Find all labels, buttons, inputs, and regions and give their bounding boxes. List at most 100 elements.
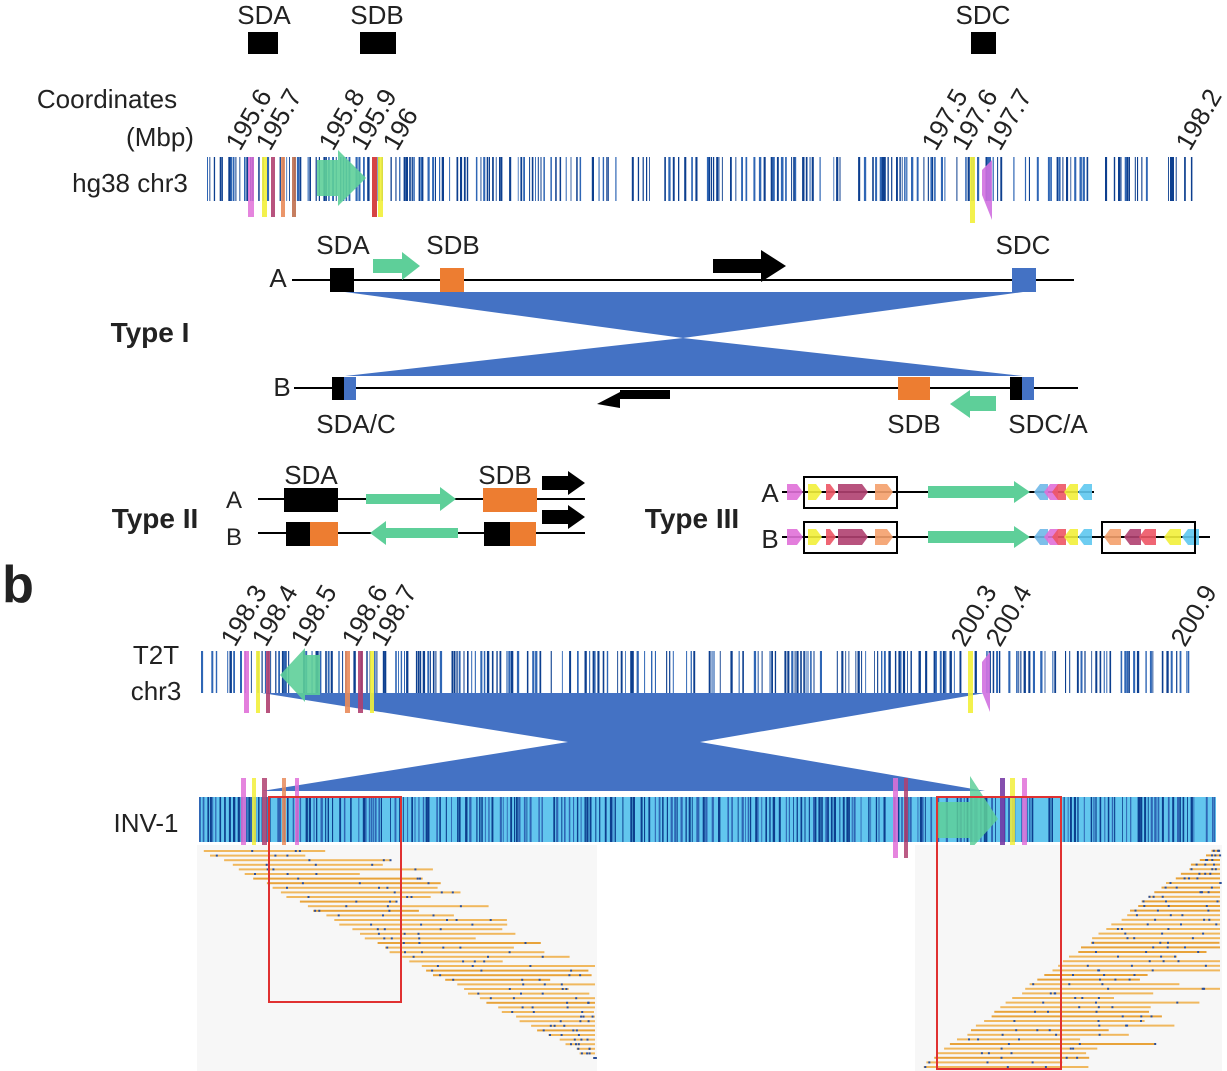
track-stripe [877,651,879,693]
read-segment [326,914,454,917]
track-stripe [261,651,263,693]
track-stripe [415,651,418,693]
track-stripe [237,797,240,842]
track-stripe [376,651,378,693]
read-mismatch [1199,891,1202,894]
read-segment [409,960,503,963]
track-stripe [1114,797,1116,842]
track-stripe [395,157,397,201]
read-mismatch [1001,1033,1004,1036]
track-stripe [836,157,839,201]
track-stripe [529,797,532,842]
read-mismatch [1150,1015,1153,1018]
type1-inversion-bottom [345,338,1023,376]
read-mismatch [1097,1020,1100,1022]
read-mismatch [1140,1020,1142,1022]
track-stripe [207,797,209,842]
read-mismatch [1095,1010,1098,1013]
track-stripe [684,157,687,201]
read-mismatch [570,1043,572,1046]
read-mismatch [427,882,430,885]
track-stripe [848,651,850,693]
type1-sdac-black [332,377,344,400]
read-mismatch [1095,1001,1097,1004]
track-stripe [500,157,503,201]
inv1-sd-marker [904,778,908,858]
read-mismatch [1188,877,1190,880]
read-mismatch [520,992,522,995]
read-mismatch [588,1047,591,1050]
read-mismatch [1013,1020,1016,1022]
read-segment [1199,859,1220,861]
read-mismatch [421,951,423,954]
track-stripe [997,157,999,201]
read-mismatch [307,896,310,898]
track-stripe [965,157,967,201]
track-stripe [782,157,784,201]
track-stripe [763,157,766,201]
read-mismatch [1207,891,1210,894]
read-mismatch [1126,1024,1129,1027]
read-mismatch [389,900,391,903]
reads-right [923,849,1222,1068]
track-stripe [631,157,634,201]
track-stripe [568,797,571,842]
read-mismatch [560,1034,563,1036]
track-stripe [925,651,928,693]
read-mismatch [512,997,515,1000]
read-mismatch [1107,987,1110,990]
track-stripe [553,797,556,842]
track-stripe [863,157,867,201]
track-stripe [648,797,651,842]
read-segment [1121,918,1220,921]
read-mismatch [1095,951,1097,953]
type3-segment [1182,529,1199,545]
hg38-sd-marker [378,157,383,217]
read-mismatch [577,1047,580,1050]
track-stripe [602,651,605,693]
track-stripe [488,157,490,201]
read-mismatch [1146,923,1149,926]
track-stripe [390,797,391,842]
track-stripe [539,651,542,693]
track-stripe [1095,797,1097,842]
type3-row-a: A [761,478,779,508]
track-stripe [930,157,933,201]
track-stripe [1031,797,1034,842]
track-stripe [833,157,835,201]
read-segment [299,900,396,903]
type3-segment [1124,529,1141,545]
type2-diagram: Type II A B SDA SDB [112,460,585,551]
track-stripe [586,797,589,842]
hg38-sd-green-arrow [317,150,366,206]
read-mismatch [452,978,455,981]
read-mismatch [420,923,423,926]
type3-segment [1052,484,1066,500]
track-stripe [818,797,821,842]
read-mismatch [386,905,389,908]
track-stripe [651,651,653,693]
track-stripe [418,157,420,201]
read-mismatch [455,919,458,921]
track-stripe [244,157,246,201]
track-stripe [649,157,650,201]
track-stripe [749,797,752,842]
read-mismatch [1202,932,1205,935]
track-stripe [1086,157,1089,201]
track-stripe [910,651,912,693]
track-stripe [830,797,833,842]
track-stripe [1154,797,1157,842]
track-stripe [857,651,860,693]
type3-segment [787,529,803,545]
track-stripe [584,797,586,842]
track-stripe [569,651,572,693]
track-stripe [228,157,231,201]
read-mismatch [587,1020,590,1023]
track-stripe [1084,651,1086,693]
t2t-sd-green-arrow [280,648,320,702]
read-mismatch [1098,969,1101,972]
read-mismatch [1042,1001,1045,1004]
read-mismatch [1180,923,1182,926]
read-segment [426,969,589,972]
read-segment [1138,905,1220,907]
